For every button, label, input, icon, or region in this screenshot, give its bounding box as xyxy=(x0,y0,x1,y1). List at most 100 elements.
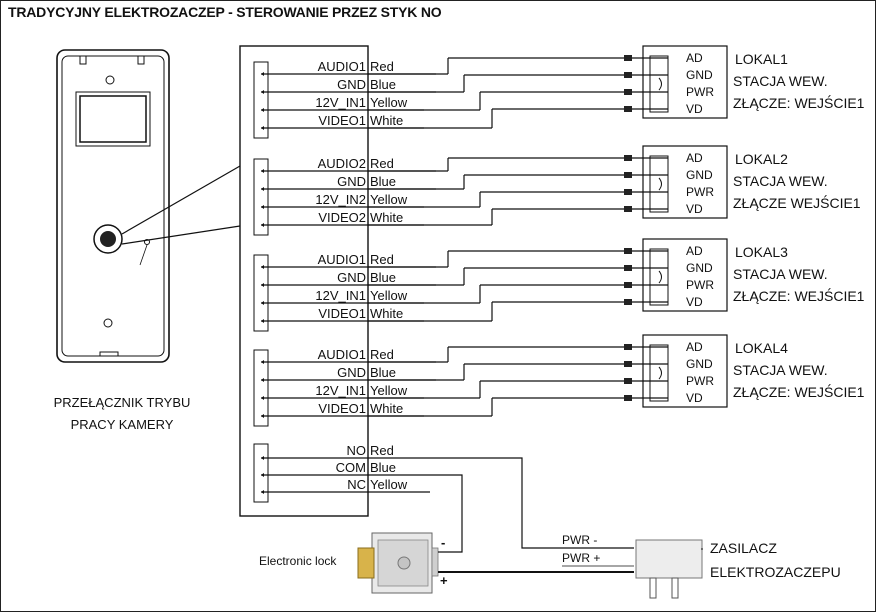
connector-pin-label: VD xyxy=(686,102,703,116)
station-type: STACJA WEW. xyxy=(733,173,828,189)
relay-terminal-strip xyxy=(253,443,269,503)
camera-switch-leader xyxy=(139,244,148,266)
wire-color-label: White xyxy=(370,113,403,128)
pin-label: 12V_IN2 xyxy=(315,192,366,207)
station-type: STACJA WEW. xyxy=(733,73,828,89)
station-type: STACJA WEW. xyxy=(733,266,828,282)
connector-pin-plug xyxy=(624,89,632,95)
terminal-strip xyxy=(253,349,269,427)
connector-pin-plug xyxy=(624,55,632,61)
connector-pin-label: GND xyxy=(686,261,713,275)
pin-label: VIDEO1 xyxy=(318,306,366,321)
camera-lead-line xyxy=(121,165,241,235)
camera-bottom-slot xyxy=(99,351,119,357)
camera-lens xyxy=(100,231,116,247)
pin-label: AUDIO2 xyxy=(318,156,366,171)
terminal-panel xyxy=(239,45,369,517)
connector-pin-plug xyxy=(624,344,632,350)
connector-pin-plug xyxy=(624,361,632,367)
relay-pin-label: NO xyxy=(347,443,367,458)
station-name: LOKAL1 xyxy=(735,51,788,67)
lock-minus-sign: - xyxy=(441,535,445,550)
station-connector-latch xyxy=(649,344,669,402)
wire-color-label: White xyxy=(370,306,403,321)
power-supply-name: ZASILACZ xyxy=(710,540,777,556)
connector-pin-label: AD xyxy=(686,340,703,354)
diagram-title: TRADYCYJNY ELEKTROZACZEP - STEROWANIE PR… xyxy=(8,4,442,20)
connector-pin-label: GND xyxy=(686,357,713,371)
camera-lens-ring xyxy=(93,224,123,254)
pin-label: 12V_IN1 xyxy=(315,383,366,398)
station-connector-housing xyxy=(642,145,728,219)
connector-pin-plug xyxy=(624,106,632,112)
connector-pin-label: VD xyxy=(686,295,703,309)
wire-color-label: Blue xyxy=(370,270,396,285)
station-connector-housing xyxy=(642,45,728,119)
relay-wire-color-label: Red xyxy=(370,443,394,458)
camera-top-screw xyxy=(105,75,115,85)
power-plug-prong xyxy=(671,577,679,599)
station-input: ZŁĄCZE: WEJŚCIE1 xyxy=(733,383,865,400)
connector-pin-plug xyxy=(624,299,632,305)
camera-display-window xyxy=(79,95,147,143)
station-connector-key xyxy=(658,77,662,91)
pin-label: 12V_IN1 xyxy=(315,288,366,303)
camera-lead-line xyxy=(121,225,241,245)
pin-label: GND xyxy=(337,77,366,92)
lock-bolt xyxy=(357,547,375,579)
station-connector-latch xyxy=(649,155,669,213)
station-input: ZŁĄCZE WEJŚCIE1 xyxy=(733,194,861,211)
station-connector-latch xyxy=(649,55,669,113)
station-name: LOKAL3 xyxy=(735,244,788,260)
pin-label: AUDIO1 xyxy=(318,59,366,74)
lock-label: Electronic lock xyxy=(259,554,337,568)
camera-switch-label: PRACY KAMERY xyxy=(71,417,174,432)
connector-pin-plug xyxy=(624,282,632,288)
connector-pin-plug xyxy=(624,265,632,271)
connector-pin-label: PWR xyxy=(686,278,714,292)
station-connector-key xyxy=(658,177,662,191)
relay-com-wire xyxy=(368,474,463,553)
lock-plus-sign: + xyxy=(440,573,448,588)
wire-color-label: Yellow xyxy=(370,192,408,207)
wire-color-label: Red xyxy=(370,156,394,171)
wire-color-label: Yellow xyxy=(370,288,408,303)
camera-switch-label: PRZEŁĄCZNIK TRYBU xyxy=(54,395,191,410)
station-connector-key xyxy=(658,270,662,284)
connector-pin-label: AD xyxy=(686,244,703,258)
station-type: STACJA WEW. xyxy=(733,362,828,378)
station-connector-housing xyxy=(642,334,728,408)
connector-pin-label: AD xyxy=(686,51,703,65)
wire-color-label: Red xyxy=(370,59,394,74)
wire-color-label: Yellow xyxy=(370,383,408,398)
connector-pin-label: PWR xyxy=(686,374,714,388)
terminal-strip xyxy=(253,158,269,236)
connector-pin-label: VD xyxy=(686,202,703,216)
pin-label: AUDIO1 xyxy=(318,252,366,267)
connector-pin-plug xyxy=(624,248,632,254)
wire-color-label: Red xyxy=(370,347,394,362)
wire-color-label: Blue xyxy=(370,174,396,189)
pin-label: GND xyxy=(337,365,366,380)
station-connector-key xyxy=(658,366,662,380)
wire-color-label: White xyxy=(370,401,403,416)
wire-color-label: Red xyxy=(370,252,394,267)
pin-label: VIDEO1 xyxy=(318,401,366,416)
relay-pin-label: COM xyxy=(336,460,366,475)
wire-color-label: Blue xyxy=(370,77,396,92)
relay-wire-color-label: Blue xyxy=(370,460,396,475)
power-supply-body xyxy=(635,539,703,579)
camera-top-clip xyxy=(79,55,87,65)
pin-label: GND xyxy=(337,174,366,189)
connector-pin-label: VD xyxy=(686,391,703,405)
terminal-strip xyxy=(253,61,269,139)
pin-label: AUDIO1 xyxy=(318,347,366,362)
camera-mode-switch xyxy=(144,239,150,245)
power-supply-name: ELEKTROZACZEPU xyxy=(710,564,841,580)
camera-bottom-screw xyxy=(103,318,113,328)
connector-pin-label: GND xyxy=(686,68,713,82)
connector-pin-label: PWR xyxy=(686,85,714,99)
station-input: ZŁĄCZE: WEJŚCIE1 xyxy=(733,94,865,111)
